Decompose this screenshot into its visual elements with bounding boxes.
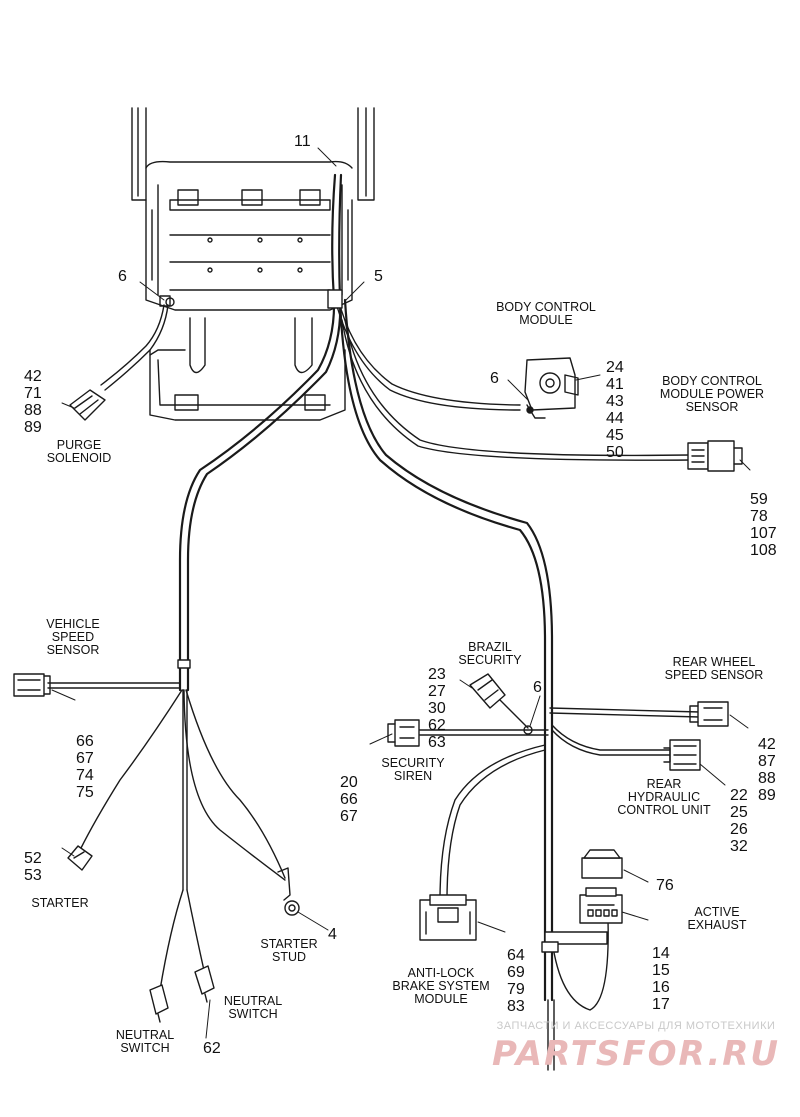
label-bcm-power-sensor: BODY CONTROL MODULE POWER SENSOR <box>659 374 765 414</box>
callout-brazil-clip: 6 <box>533 679 542 696</box>
starter-stud-terminal <box>277 867 300 916</box>
label-body-control-module: BODY CONTROL MODULE <box>496 300 596 327</box>
abs-module-connector <box>419 894 477 941</box>
callout-clip-right: 5 <box>374 268 383 285</box>
watermark-tagline: ЗАПЧАСТИ И АКСЕССУАРЫ ДЛЯ МОТОТЕХНИКИ <box>496 1020 776 1032</box>
watermark-brand: PARTSFOR.RU <box>491 1034 781 1074</box>
security-siren-connector <box>387 719 420 747</box>
brazil-security-connector <box>469 673 533 735</box>
purge-solenoid-connector <box>69 389 106 421</box>
callout-frame: 11 <box>294 133 311 150</box>
callout-bcm-clip: 6 <box>490 370 499 387</box>
label-starter-stud: STARTER STUD <box>260 937 318 964</box>
label-neutral-switch-right: NEUTRAL SWITCH <box>223 994 283 1021</box>
bcm-power-sensor-connector <box>687 440 743 472</box>
label-neutral-switch-left: NEUTRAL SWITCH <box>115 1028 175 1055</box>
label-brazil-security: BRAZIL SECURITY <box>458 640 522 667</box>
label-starter: STARTER <box>31 896 89 910</box>
callout-clip-left: 6 <box>118 268 127 285</box>
harness-branches <box>47 294 701 1071</box>
label-anti-lock-brake-module: ANTI-LOCK BRAKE SYSTEM MODULE <box>392 966 490 1006</box>
harness-main-trunk <box>178 173 554 1002</box>
starter-connector <box>67 845 93 871</box>
callout-active-exhaust-cap: 76 <box>656 877 674 894</box>
neutral-switch-terminal-right <box>194 965 215 1003</box>
label-active-exhaust: ACTIVE EXHAUST <box>687 905 747 932</box>
label-rear-wheel-speed-sensor: REAR WHEEL SPEED SENSOR <box>664 655 764 682</box>
neutral-switch-terminal-left <box>149 984 169 1023</box>
active-exhaust-cap <box>581 849 623 879</box>
label-vehicle-speed-sensor: VEHICLE SPEED SENSOR <box>46 617 100 657</box>
harness-clips <box>165 289 343 669</box>
label-security-siren: SECURITY SIREN <box>381 756 445 783</box>
leader-lines <box>51 147 751 1039</box>
rear-wheel-speed-sensor-connector <box>689 701 729 727</box>
callout-neutral: 62 <box>203 1040 221 1057</box>
label-rear-hydraulic-control-unit: REAR HYDRAULIC CONTROL UNIT <box>617 777 711 817</box>
body-control-module <box>524 357 579 419</box>
frame <box>131 107 375 421</box>
rear-hydraulic-connector <box>663 739 701 771</box>
vehicle-speed-sensor-connector <box>13 673 51 697</box>
callout-starter-stud: 4 <box>328 926 337 943</box>
active-exhaust-connector <box>579 887 623 924</box>
watermark: ЗАПЧАСТИ И АКСЕССУАРЫ ДЛЯ МОТОТЕХНИКИ PA… <box>486 1020 786 1074</box>
label-purge-solenoid: PURGE SOLENOID <box>46 438 112 465</box>
harness-clamp <box>541 931 608 953</box>
